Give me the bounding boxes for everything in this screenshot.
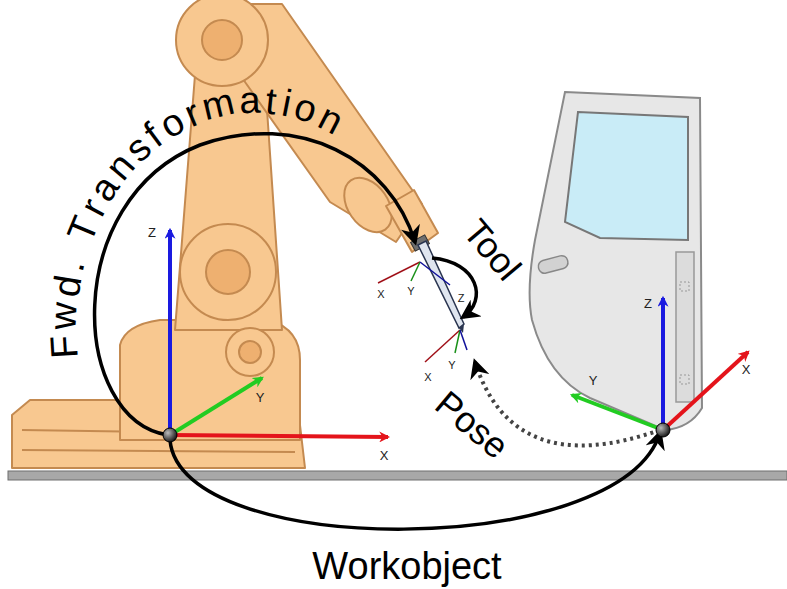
tool-frame: [425, 330, 467, 362]
robot-shoulder: [180, 224, 276, 320]
arrow-label: Tool: [457, 213, 527, 287]
axis-label: X: [742, 363, 751, 376]
frame-origin: [656, 423, 670, 437]
axis-label: Z: [458, 293, 465, 304]
glyph: .: [51, 256, 90, 275]
axis-label: Y: [256, 391, 265, 404]
axis-label: Z: [148, 226, 156, 239]
transform-arrow: [170, 433, 660, 529]
axis-label: X: [377, 289, 384, 300]
pen-tool: [418, 241, 464, 328]
transform-arrow: [95, 134, 415, 435]
arrow-label: Fwd. Transformation: [30, 70, 375, 400]
z-axis: [168, 230, 172, 435]
robot-turret: [120, 320, 300, 440]
x-axis: [378, 262, 420, 283]
glyph: m: [198, 82, 238, 126]
glyph: a: [239, 81, 261, 120]
robot-elbow-hub: [202, 20, 242, 60]
axis-label: Y: [407, 286, 414, 297]
car-door: [530, 92, 702, 430]
arrow-label: Pose: [429, 385, 515, 465]
z-axis: [420, 262, 450, 285]
x-axis: [663, 352, 748, 430]
glyph: t: [264, 81, 278, 120]
glyph: w: [44, 301, 83, 330]
glyph: F: [44, 334, 83, 360]
door-window: [565, 112, 688, 240]
y-axis: [455, 330, 460, 353]
axis-label: Z: [644, 297, 652, 310]
ground-bar: [8, 471, 787, 480]
frame-origin: [163, 428, 177, 442]
hinge-plate: [680, 375, 689, 384]
door-handle: [537, 254, 569, 274]
x-axis: [170, 435, 388, 437]
robot-elbow: [176, 0, 268, 86]
robot-arm: [12, 0, 438, 468]
axis-label: Y: [589, 374, 598, 387]
axis-label: Y: [448, 360, 455, 371]
glyph: d: [46, 273, 87, 300]
z-axis: [661, 298, 665, 430]
workobject-frame: [572, 298, 748, 430]
robot-joint-hub: [239, 341, 261, 363]
base-frame: [170, 230, 388, 437]
y-axis: [170, 378, 262, 435]
y-axis: [411, 262, 420, 281]
hinge-plate: [680, 282, 689, 291]
x-axis: [425, 330, 460, 362]
axis-label: X: [380, 449, 389, 462]
door-hinge-strip: [676, 252, 694, 402]
flange-frame: [378, 262, 450, 285]
z-axis: [460, 330, 467, 350]
robot-shoulder-hub: [206, 250, 250, 294]
axis-label: X: [424, 372, 431, 383]
arrow-label: Workobject: [312, 547, 501, 585]
robot-joint: [226, 328, 274, 376]
transform-arrow: [432, 258, 476, 317]
y-axis: [572, 395, 663, 430]
